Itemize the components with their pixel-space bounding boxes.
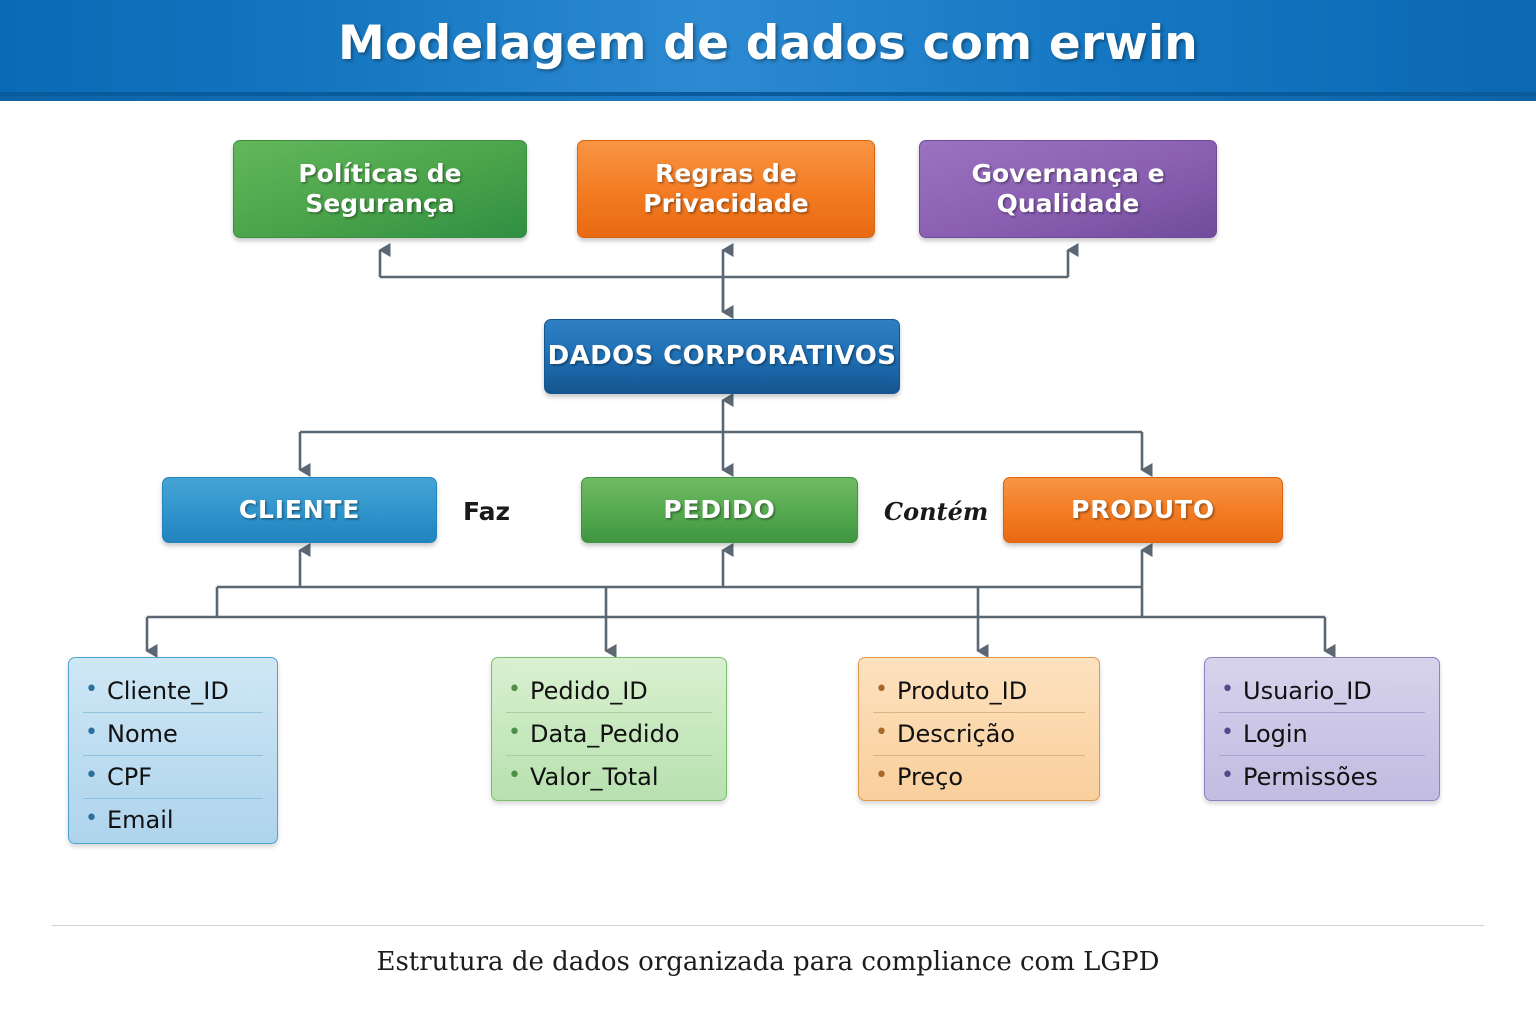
connector-governance-bus: [378, 243, 1079, 279]
list-item: Email: [83, 799, 263, 841]
list-item: Data_Pedido: [506, 713, 712, 756]
attribute-box-cliente[interactable]: Cliente_ID Nome CPF Email: [68, 657, 278, 844]
node-governanca-e-qualidade[interactable]: Governança e Qualidade: [919, 140, 1217, 238]
node-entity-cliente[interactable]: CLIENTE: [162, 477, 437, 543]
node-entity-produto[interactable]: PRODUTO: [1003, 477, 1283, 543]
relationship-label-contem: Contém: [884, 497, 989, 526]
list-item: Valor_Total: [506, 756, 712, 798]
footer-divider: [52, 925, 1484, 926]
node-regras-label: Regras de Privacidade: [643, 158, 809, 219]
relationship-label-faz: Faz: [463, 497, 511, 526]
list-item: Permissões: [1219, 756, 1425, 798]
node-produto-label: PRODUTO: [1071, 494, 1215, 524]
node-cliente-label: CLIENTE: [238, 494, 361, 524]
connector-core-to-entities: [298, 393, 1153, 477]
title-bar-underline: [0, 96, 1536, 101]
title-bar: [0, 0, 1536, 96]
attribute-list-cliente: Cliente_ID Nome CPF Email: [83, 670, 263, 841]
list-item: Produto_ID: [873, 670, 1085, 713]
node-regras-de-privacidade[interactable]: Regras de Privacidade: [577, 140, 875, 238]
list-item: CPF: [83, 756, 263, 799]
attribute-box-usuario[interactable]: Usuario_ID Login Permissões: [1204, 657, 1440, 801]
list-item: Usuario_ID: [1219, 670, 1425, 713]
list-item: Cliente_ID: [83, 670, 263, 713]
list-item: Descrição: [873, 713, 1085, 756]
attribute-box-pedido[interactable]: Pedido_ID Data_Pedido Valor_Total: [491, 657, 727, 801]
list-item: Preço: [873, 756, 1085, 798]
node-entity-pedido[interactable]: PEDIDO: [581, 477, 858, 543]
list-item: Pedido_ID: [506, 670, 712, 713]
node-pedido-label: PEDIDO: [663, 494, 776, 524]
node-dados-corporativos[interactable]: DADOS CORPORATIVOS: [544, 319, 900, 394]
footer-caption: Estrutura de dados organizada para compl…: [376, 947, 1160, 977]
node-governanca-label: Governança e Qualidade: [971, 158, 1165, 219]
node-politicas-label: Políticas de Segurança: [298, 158, 462, 219]
attribute-list-produto: Produto_ID Descrição Preço: [873, 670, 1085, 798]
connector-entities-to-attributes: [145, 543, 1336, 658]
list-item: Nome: [83, 713, 263, 756]
node-dados-label: DADOS CORPORATIVOS: [547, 340, 897, 371]
page-title: Modelagem de dados com erwin: [338, 16, 1198, 71]
attribute-box-produto[interactable]: Produto_ID Descrição Preço: [858, 657, 1100, 801]
attribute-list-pedido: Pedido_ID Data_Pedido Valor_Total: [506, 670, 712, 798]
list-item: Login: [1219, 713, 1425, 756]
node-politicas-de-seguranca[interactable]: Políticas de Segurança: [233, 140, 527, 238]
attribute-list-usuario: Usuario_ID Login Permissões: [1219, 670, 1425, 798]
